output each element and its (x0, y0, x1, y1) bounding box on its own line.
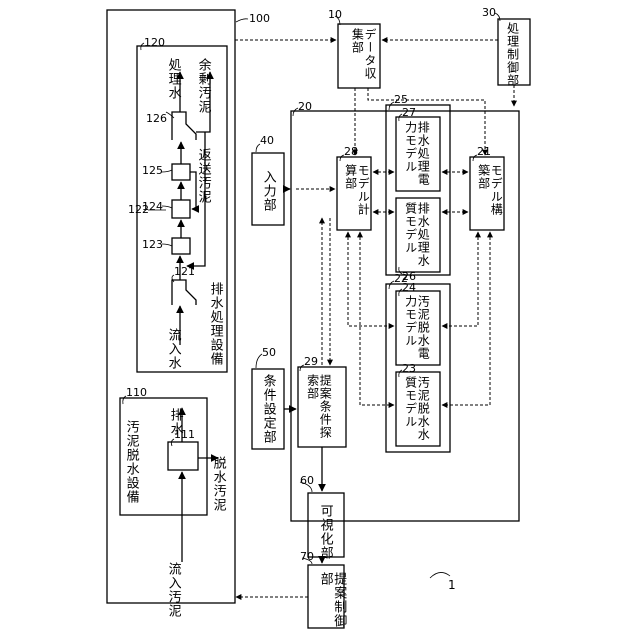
dash-build-to-sd-power (442, 232, 478, 326)
label-model-construction: モデル構築部 (477, 164, 502, 224)
ref-60: 60 (300, 474, 314, 487)
unit-box-124 (172, 200, 190, 218)
unit-box-123 (172, 238, 190, 254)
ref-10: 10 (328, 8, 342, 21)
leader-124 (162, 206, 172, 208)
tank-121 (172, 280, 196, 305)
ref-124: 124 (142, 200, 163, 213)
ref-111: 111 (174, 428, 195, 441)
ref-21: 21 (477, 145, 491, 158)
label-inflow-water: 流入水 (166, 328, 180, 370)
leader-123 (162, 244, 172, 246)
ref-23: 23 (402, 362, 416, 375)
label-ww-power-model: 排水処理電力モデル (404, 121, 429, 189)
dash-build-to-sd-quality (442, 232, 490, 405)
label-treated-water: 処理水 (166, 58, 180, 100)
ref-24: 24 (402, 281, 416, 294)
label-return-sludge: 返送汚泥 (196, 148, 210, 204)
label-sludge-dewatering-facility: 汚泥脱水設備 (124, 420, 138, 504)
ref-30: 30 (482, 6, 496, 19)
ref-29: 29 (304, 355, 318, 368)
label-dewatered-sludge: 脱水汚泥 (211, 456, 225, 512)
label-model-calculation: モデル計算部 (344, 164, 369, 224)
label-visualization: 可視化部 (318, 504, 332, 560)
label-data-collection: データ収集部 (346, 28, 376, 86)
label-condition-setting: 条件設定部 (261, 374, 275, 444)
label-sd-quality-model: 汚泥脱水水質モデル (404, 376, 429, 444)
figure-number: 1 (448, 578, 456, 592)
label-processing-control: 処理制御部 (506, 22, 519, 87)
label-proposal-control: 提案制御部 (318, 572, 345, 640)
label-proposal-search: 提案条件探索部 (306, 374, 331, 444)
unit-box-111 (168, 442, 198, 470)
ref-121: 121 (174, 265, 195, 278)
leader-100 (236, 19, 248, 22)
ref-25: 25 (394, 93, 408, 106)
dash-calc-to-sd-quality (360, 232, 394, 405)
leader-fig1 (430, 572, 450, 578)
label-wastewater-facility: 排水処理設備 (208, 282, 222, 366)
ref-28: 28 (344, 145, 358, 158)
ref-110: 110 (126, 386, 147, 399)
label-sd-power-model: 汚泥脱水電力モデル (404, 295, 429, 363)
ref-40: 40 (260, 134, 274, 147)
ref-20: 20 (298, 100, 312, 113)
label-inflow-sludge: 流入汚泥 (166, 562, 180, 618)
ref-70: 70 (300, 550, 314, 563)
ref-123: 123 (142, 238, 163, 251)
tank-126 (172, 112, 196, 140)
dash-calc-to-sd-power (348, 232, 394, 326)
leader-126 (166, 112, 174, 118)
ref-50: 50 (262, 346, 276, 359)
ref-100: 100 (249, 12, 270, 25)
ref-27: 27 (402, 106, 416, 119)
ref-120: 120 (144, 36, 165, 49)
label-input-unit: 入力部 (261, 170, 275, 212)
leader-125 (162, 170, 172, 172)
unit-box-125 (172, 164, 190, 180)
ref-125: 125 (142, 164, 163, 177)
ref-126: 126 (146, 112, 167, 125)
label-excess-sludge: 余剰汚泥 (196, 58, 210, 114)
label-ww-quality-model: 排水処理水質モデル (404, 202, 429, 270)
